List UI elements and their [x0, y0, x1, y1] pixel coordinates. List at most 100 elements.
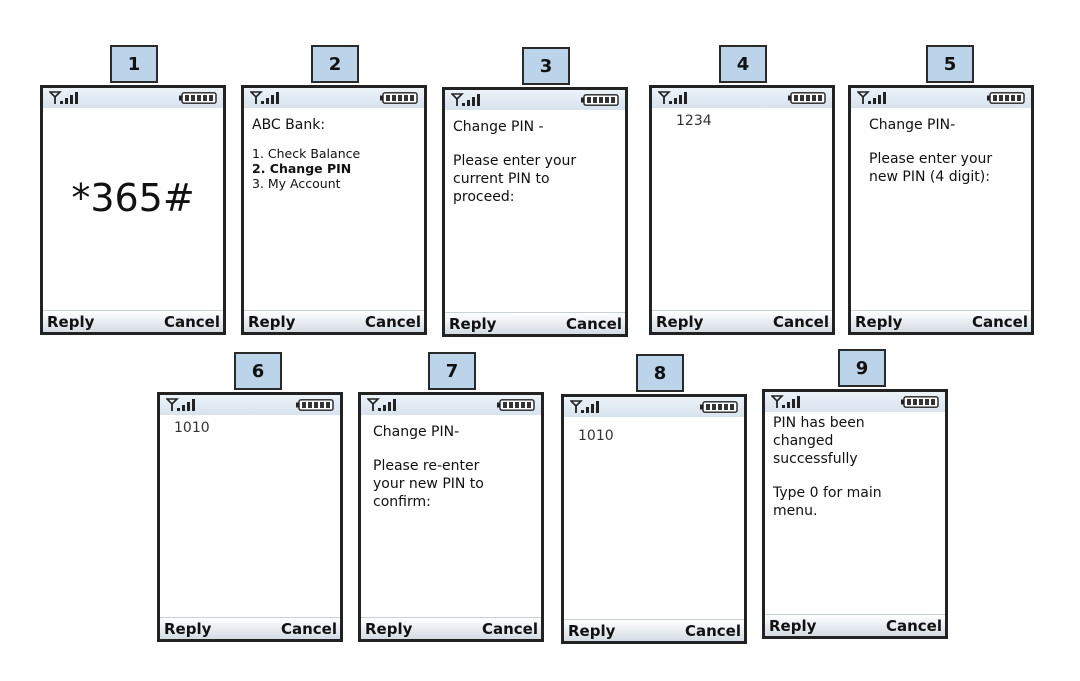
phone-screen: PIN has been changed successfully Type 0… [762, 389, 948, 639]
status-bar [244, 88, 424, 108]
status-bar [851, 88, 1031, 108]
phone-screen: 1010 Reply Cancel [561, 394, 747, 644]
cancel-button[interactable]: Cancel [163, 313, 220, 331]
result-line: PIN has been [773, 415, 865, 431]
signal-strength-icon [367, 398, 397, 412]
softkey-bar: Reply Cancel [160, 617, 340, 639]
battery-icon [901, 396, 939, 408]
prompt-line: your new PIN to [373, 476, 484, 492]
screen-content: ABC Bank: 1. Check Balance 2. Change PIN… [252, 116, 418, 191]
screen-content: Change PIN- Please re-enter your new PIN… [373, 423, 535, 511]
new-pin-input-value[interactable]: 1010 [174, 420, 210, 436]
menu-item-check-balance[interactable]: 1. Check Balance [252, 146, 361, 161]
cancel-button[interactable]: Cancel [364, 313, 421, 331]
signal-strength-icon [658, 91, 688, 105]
reply-button[interactable]: Reply [449, 315, 497, 333]
reply-button[interactable]: Reply [47, 313, 95, 331]
signal-strength-icon [570, 400, 600, 414]
screen-content: PIN has been changed successfully Type 0… [773, 414, 939, 520]
signal-strength-icon [771, 395, 801, 409]
screen-content: 1010 [168, 419, 334, 437]
screen-content: Change PIN- Please enter your new PIN (4… [869, 116, 1025, 186]
prompt-line: new PIN (4 digit): [869, 169, 990, 185]
prompt-line: Please enter your [869, 151, 993, 167]
menu-item-my-account[interactable]: 3. My Account [252, 176, 341, 191]
battery-icon [788, 92, 826, 104]
softkey-bar: Reply Cancel [765, 614, 945, 636]
phone-screen: *365# Reply Cancel [40, 85, 226, 335]
softkey-bar: Reply Cancel [851, 310, 1031, 332]
prompt-line: confirm: [373, 494, 431, 510]
cancel-button[interactable]: Cancel [684, 622, 741, 640]
reply-button[interactable]: Reply [248, 313, 296, 331]
prompt-line: current PIN to [453, 171, 550, 187]
screen-content: 1234 [660, 112, 826, 130]
status-bar [361, 395, 541, 415]
screen-content: Change PIN - Please enter your current P… [453, 118, 619, 206]
battery-icon [380, 92, 418, 104]
reply-button[interactable]: Reply [164, 620, 212, 638]
ussd-code: *365# [71, 176, 195, 220]
prompt-line: Please re-enter [373, 458, 480, 474]
reply-button[interactable]: Reply [656, 313, 704, 331]
step-badge: 4 [719, 45, 767, 83]
prompt-line: Please enter your [453, 153, 577, 169]
softkey-bar: Reply Cancel [652, 310, 832, 332]
menu-item-change-pin[interactable]: 2. Change PIN [252, 161, 352, 176]
signal-strength-icon [451, 93, 481, 107]
phone-screen: 1234 Reply Cancel [649, 85, 835, 335]
hint-line: menu. [773, 503, 818, 519]
cancel-button[interactable]: Cancel [772, 313, 829, 331]
status-bar [765, 392, 945, 412]
signal-strength-icon [250, 91, 280, 105]
status-bar [652, 88, 832, 108]
phone-screen: ABC Bank: 1. Check Balance 2. Change PIN… [241, 85, 427, 335]
menu-title: ABC Bank: [252, 117, 326, 133]
battery-icon [700, 401, 738, 413]
cancel-button[interactable]: Cancel [565, 315, 622, 333]
signal-strength-icon [49, 91, 79, 105]
prompt-line: proceed: [453, 189, 515, 205]
step-badge: 7 [428, 352, 476, 390]
screen-content: 1010 [572, 421, 738, 445]
reply-button[interactable]: Reply [769, 617, 817, 635]
cancel-button[interactable]: Cancel [971, 313, 1028, 331]
battery-icon [581, 94, 619, 106]
status-bar [160, 395, 340, 415]
softkey-bar: Reply Cancel [361, 617, 541, 639]
phone-screen: Change PIN- Please re-enter your new PIN… [358, 392, 544, 642]
softkey-bar: Reply Cancel [445, 312, 625, 334]
step-badge: 6 [234, 352, 282, 390]
phone-screen: Change PIN- Please enter your new PIN (4… [848, 85, 1034, 335]
signal-strength-icon [166, 398, 196, 412]
result-line: successfully [773, 451, 858, 467]
softkey-bar: Reply Cancel [564, 619, 744, 641]
step-badge: 2 [311, 45, 359, 83]
cancel-button[interactable]: Cancel [280, 620, 337, 638]
screen-title: Change PIN- [869, 117, 956, 133]
confirm-pin-input-value[interactable]: 1010 [578, 428, 614, 444]
phone-screen: Change PIN - Please enter your current P… [442, 87, 628, 337]
step-badge: 8 [636, 354, 684, 392]
battery-icon [497, 399, 535, 411]
screen-title: Change PIN - [453, 119, 544, 135]
screen-title: Change PIN- [373, 424, 460, 440]
status-bar [43, 88, 223, 108]
softkey-bar: Reply Cancel [43, 310, 223, 332]
battery-icon [987, 92, 1025, 104]
result-line: changed [773, 433, 834, 449]
battery-icon [179, 92, 217, 104]
pin-input-value[interactable]: 1234 [676, 113, 712, 129]
reply-button[interactable]: Reply [855, 313, 903, 331]
reply-button[interactable]: Reply [568, 622, 616, 640]
status-bar [564, 397, 744, 417]
softkey-bar: Reply Cancel [244, 310, 424, 332]
cancel-button[interactable]: Cancel [885, 617, 942, 635]
reply-button[interactable]: Reply [365, 620, 413, 638]
signal-strength-icon [857, 91, 887, 105]
status-bar [445, 90, 625, 110]
cancel-button[interactable]: Cancel [481, 620, 538, 638]
battery-icon [296, 399, 334, 411]
hint-line: Type 0 for main [773, 485, 882, 501]
step-badge: 9 [838, 349, 886, 387]
